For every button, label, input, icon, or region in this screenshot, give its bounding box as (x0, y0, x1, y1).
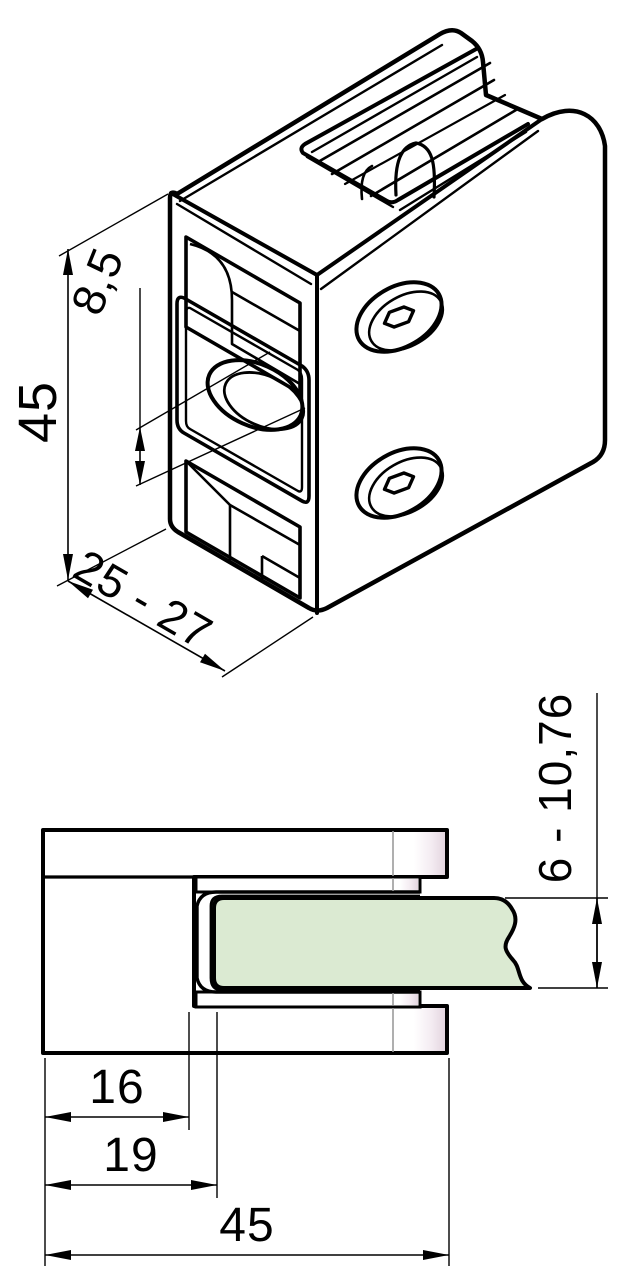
dim-label-iso-hole: 8,5 (61, 240, 134, 322)
glass-slot (299, 46, 530, 212)
dim-label-glass-thickness: 6 - 10,76 (529, 693, 581, 884)
dim-label-glass-offset: 19 (103, 1129, 158, 1182)
jaw-shading (414, 832, 445, 875)
clamp-body-section (41, 828, 449, 1055)
hex-socket-icon (382, 471, 416, 495)
hex-socket-screw (354, 280, 445, 354)
dim-label-side-width: 45 (219, 1199, 274, 1252)
jaw-shading (414, 1008, 445, 1051)
dim-label-slot-depth: 16 (89, 1061, 144, 1114)
extension-lines (44, 1012, 450, 1266)
dim-iso-height: 45 (8, 193, 169, 587)
side-section-view: 6 - 10,76 16 19 45 (41, 693, 608, 1266)
oval-hole (205, 358, 306, 432)
dim-glass-thickness: 6 - 10,76 (505, 693, 608, 989)
gasket-arch (394, 141, 437, 199)
end-face-pockets (175, 235, 311, 605)
hex-socket-screw (354, 446, 445, 520)
gasket-plates (194, 875, 422, 1009)
hex-socket-icon (382, 305, 416, 329)
glass-panel (212, 896, 532, 990)
dim-slot-depth: 16 (45, 1061, 189, 1122)
dim-side-width: 45 (45, 1199, 449, 1260)
dim-glass-offset: 19 (45, 1129, 217, 1190)
dim-label-iso-height: 45 (8, 381, 68, 443)
dim-label-iso-depth: 25 - 27 (65, 539, 221, 659)
isometric-view: 45 8,5 25 - 27 (8, 28, 608, 678)
